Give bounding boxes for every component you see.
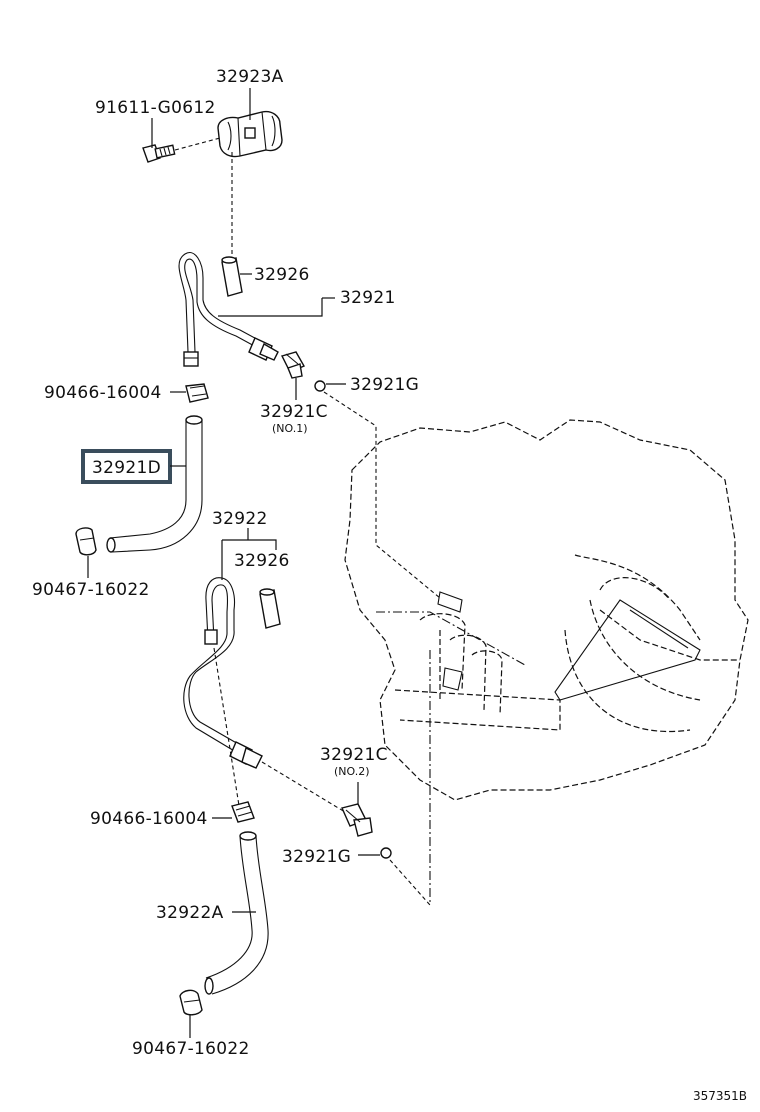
union-32921c-no2 <box>341 803 373 837</box>
label-90467-16022-top[interactable]: 90467-16022 <box>32 580 150 600</box>
gasket-32921g-top <box>314 380 326 392</box>
label-32921c-no2[interactable]: 32921C <box>320 745 388 765</box>
gasket-32921g-bot <box>380 847 392 859</box>
label-32921g-top[interactable]: 32921G <box>350 375 419 395</box>
label-32921d[interactable]: 32921D <box>92 458 161 478</box>
gasket-dashline-bot <box>389 859 431 906</box>
label-32923a[interactable]: 32923A <box>216 67 284 87</box>
label-32926-mid[interactable]: 32926 <box>234 551 290 571</box>
hose-32922a <box>204 831 269 995</box>
label-no2: (NO.2) <box>334 765 370 778</box>
label-no1: (NO.1) <box>272 422 308 435</box>
label-90467-16022-bot[interactable]: 90467-16022 <box>132 1039 250 1059</box>
union-32921c-no1 <box>280 351 305 379</box>
label-32922[interactable]: 32922 <box>212 509 268 529</box>
label-32921g-bot[interactable]: 32921G <box>282 847 351 867</box>
label-32921c-no1[interactable]: 32921C <box>260 402 328 422</box>
clamp-32923a <box>217 110 283 158</box>
bolt-dashline <box>174 137 221 151</box>
clip-90467-bot <box>179 989 203 1016</box>
tube-32921 <box>178 252 279 367</box>
label-32926-top[interactable]: 32926 <box>254 265 310 285</box>
union-dashline <box>261 761 346 813</box>
sleeve-32926-mid <box>259 588 281 629</box>
hose-32921d <box>106 415 203 553</box>
clip-90466-bot <box>231 801 255 823</box>
transmission-outline <box>344 419 749 801</box>
diagram-ref-code: 357351B <box>693 1089 747 1103</box>
gasket-dashline-top <box>323 391 441 599</box>
label-90466-16004-top[interactable]: 90466-16004 <box>44 383 162 403</box>
clip-90467-top <box>75 527 97 556</box>
label-90466-16004-bot[interactable]: 90466-16004 <box>90 809 208 829</box>
label-32921[interactable]: 32921 <box>340 288 396 308</box>
centerline-no1 <box>376 611 526 666</box>
label-91611-g0612[interactable]: 91611-G0612 <box>95 98 216 118</box>
bolt-91611 <box>142 144 176 163</box>
clip-90466-top <box>185 383 209 403</box>
sleeve-32926-top <box>221 256 243 297</box>
tube-32922 <box>183 577 263 769</box>
tube-dashline <box>213 647 241 813</box>
label-32922a[interactable]: 32922A <box>156 903 224 923</box>
